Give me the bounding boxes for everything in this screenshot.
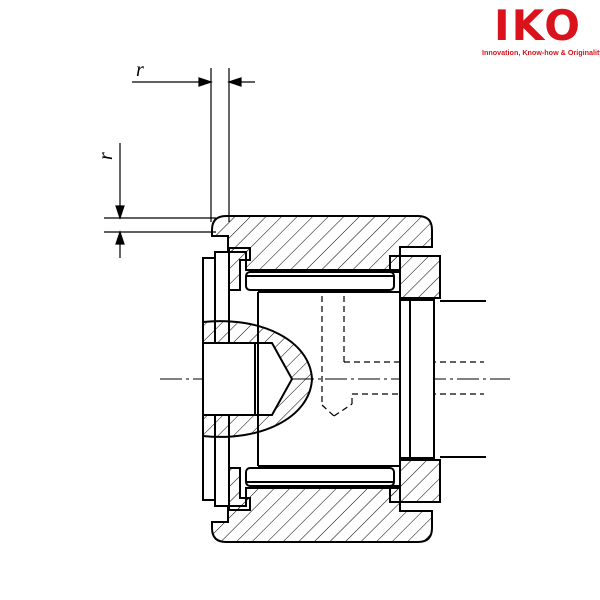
dimension-vertical-r (104, 143, 216, 258)
hex-socket (202, 342, 294, 416)
dimension-horizontal-r (132, 68, 255, 222)
dimension-label-vertical-r: r (95, 152, 117, 160)
logo-tagline: Innovation, Know-how & Originality (482, 48, 600, 57)
stud-shaft (440, 300, 486, 458)
right-thrust-washer (389, 255, 441, 503)
brand-logo: IKO Innovation, Know-how & Originality (482, 1, 600, 58)
left-seal (228, 247, 251, 511)
stud-body (257, 291, 400, 467)
needle-roller-top (245, 271, 395, 291)
needle-roller-bottom (245, 467, 395, 487)
hidden-lines (321, 296, 484, 417)
logo-mark: IKO (494, 1, 582, 50)
outer-ring (211, 215, 433, 543)
dimension-label-horizontal-r: r (136, 59, 144, 81)
